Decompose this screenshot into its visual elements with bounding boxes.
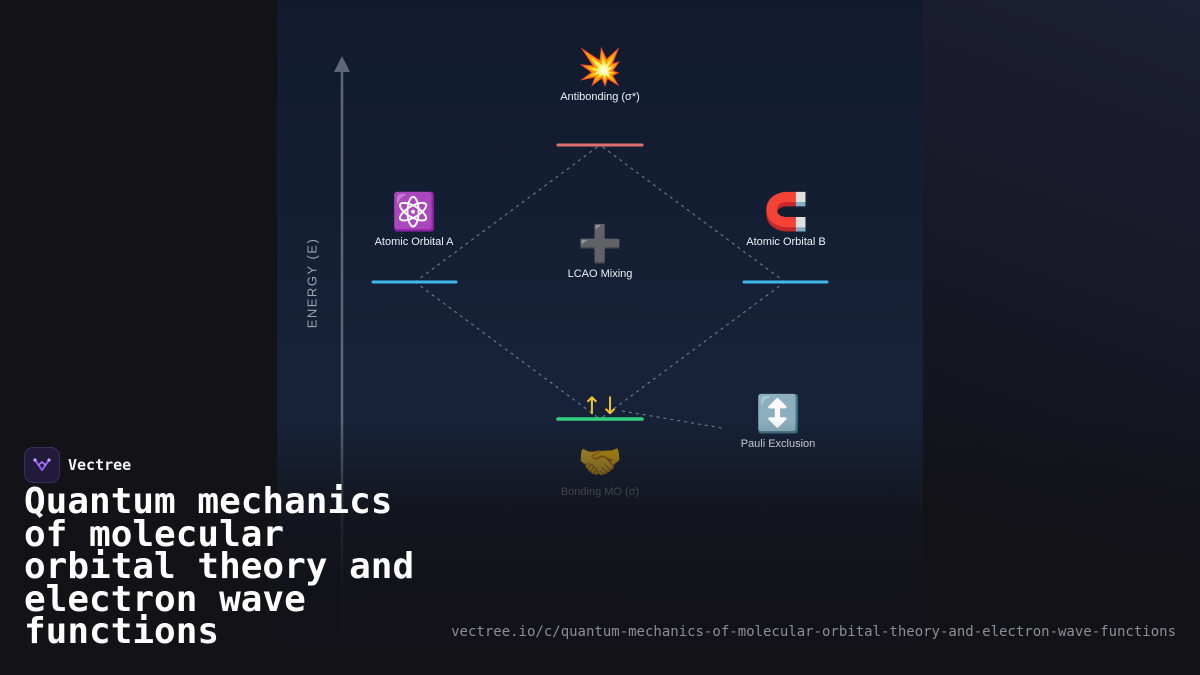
bonding-node: 🤝 Bonding MO (σ): [561, 442, 639, 498]
atom-icon: ⚛️: [391, 192, 437, 233]
lcao-node: ➕ LCAO Mixing: [568, 224, 633, 280]
pauli-label: Pauli Exclusion: [740, 438, 816, 450]
orbital-b-node: 🧲 Atomic Orbital B: [746, 192, 825, 248]
collision-icon: 💥: [577, 47, 623, 88]
magnet-icon: 🧲: [763, 192, 809, 233]
handshake-icon: 🤝: [577, 442, 623, 483]
brand[interactable]: Vectree: [24, 447, 131, 483]
page-title: Quantum mechanics of molecular orbital t…: [24, 481, 415, 652]
orbital-a-node: ⚛️ Atomic Orbital A: [375, 192, 454, 248]
antibonding-label: Antibonding (σ*): [560, 91, 640, 103]
pauli-node: ↕️ Pauli Exclusion: [741, 394, 816, 450]
connector-a-bonding: [414, 281, 601, 420]
orbital-a-label: Atomic Orbital A: [374, 236, 454, 248]
brand-name: Vectree: [68, 456, 132, 474]
up-down-arrow-icon: ↕️: [755, 394, 801, 435]
vectree-logo-icon: [24, 447, 60, 483]
connector-a-antibonding: [414, 144, 601, 283]
energy-axis-arrowhead: [334, 56, 350, 72]
bonding-label: Bonding MO (σ): [560, 486, 640, 498]
page-url[interactable]: vectree.io/c/quantum-mechanics-of-molecu…: [451, 624, 1176, 640]
connector-b-antibonding: [599, 144, 786, 283]
connector-b-bonding: [599, 281, 786, 420]
energy-axis-label: ENERGY (E): [304, 237, 320, 329]
electron-spin-pair: ↑↓: [581, 392, 620, 420]
plus-icon: ➕: [577, 224, 623, 265]
antibonding-node: 💥 Antibonding (σ*): [560, 47, 640, 103]
orbital-b-label: Atomic Orbital B: [746, 236, 826, 248]
lcao-label: LCAO Mixing: [567, 268, 633, 280]
